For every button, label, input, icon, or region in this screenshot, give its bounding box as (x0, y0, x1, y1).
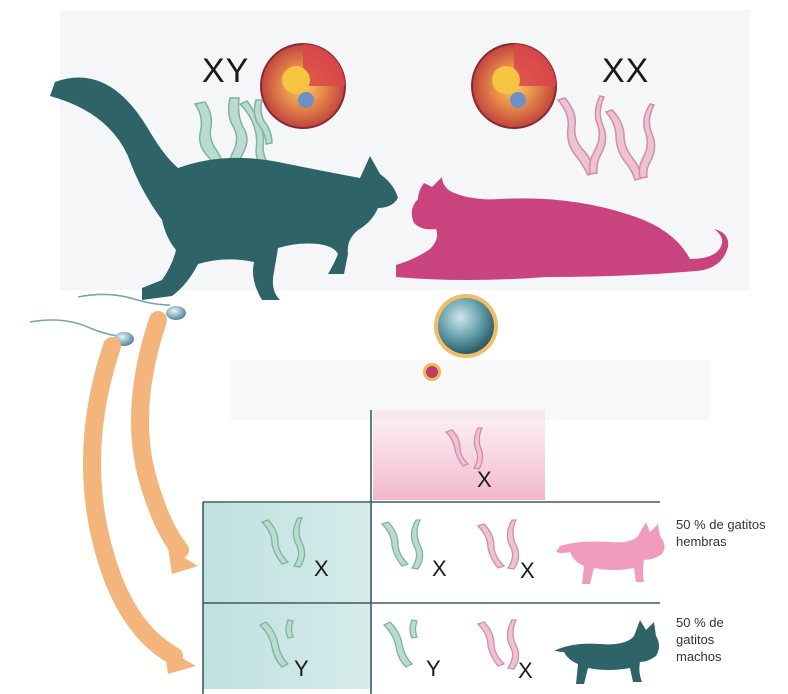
female-cell-icon (472, 44, 556, 128)
male-genotype-label: XY (202, 52, 249, 91)
inheritance-arrows (92, 320, 180, 656)
female-genotype-label: XX (602, 52, 649, 91)
female-kitten-icon (556, 522, 665, 584)
row1-cell2-label: X (520, 558, 535, 584)
row1-allele-label: X (314, 556, 329, 582)
male-result-line2: gatitos (676, 631, 786, 648)
male-cell-icon (261, 44, 345, 128)
row2-allele-label: Y (294, 656, 309, 682)
male-result-line3: machos (676, 648, 786, 665)
male-result-line1: 50 % de (676, 614, 786, 631)
male-kittens-result: 50 % de gatitos machos (676, 614, 786, 665)
female-result-line1: 50 % de gatitos (676, 516, 786, 533)
offspring2-x-chromosome-icon (478, 620, 519, 669)
offspring1-x2-chromosome-icon (478, 520, 519, 569)
top-allele-label: X (477, 467, 492, 493)
female-result-line2: hembras (676, 533, 786, 550)
row2-cell2-label: X (518, 658, 533, 684)
male-allele-header-cell (203, 503, 371, 689)
male-kitten-icon (554, 620, 659, 684)
row2-cell1-label: Y (426, 656, 441, 682)
offspring2-y-chromosome-icon (384, 620, 417, 667)
row1-cell1-label: X (432, 556, 447, 582)
offspring1-x-chromosome-icon (382, 520, 423, 569)
female-kittens-result: 50 % de gatitos hembras (676, 516, 786, 550)
